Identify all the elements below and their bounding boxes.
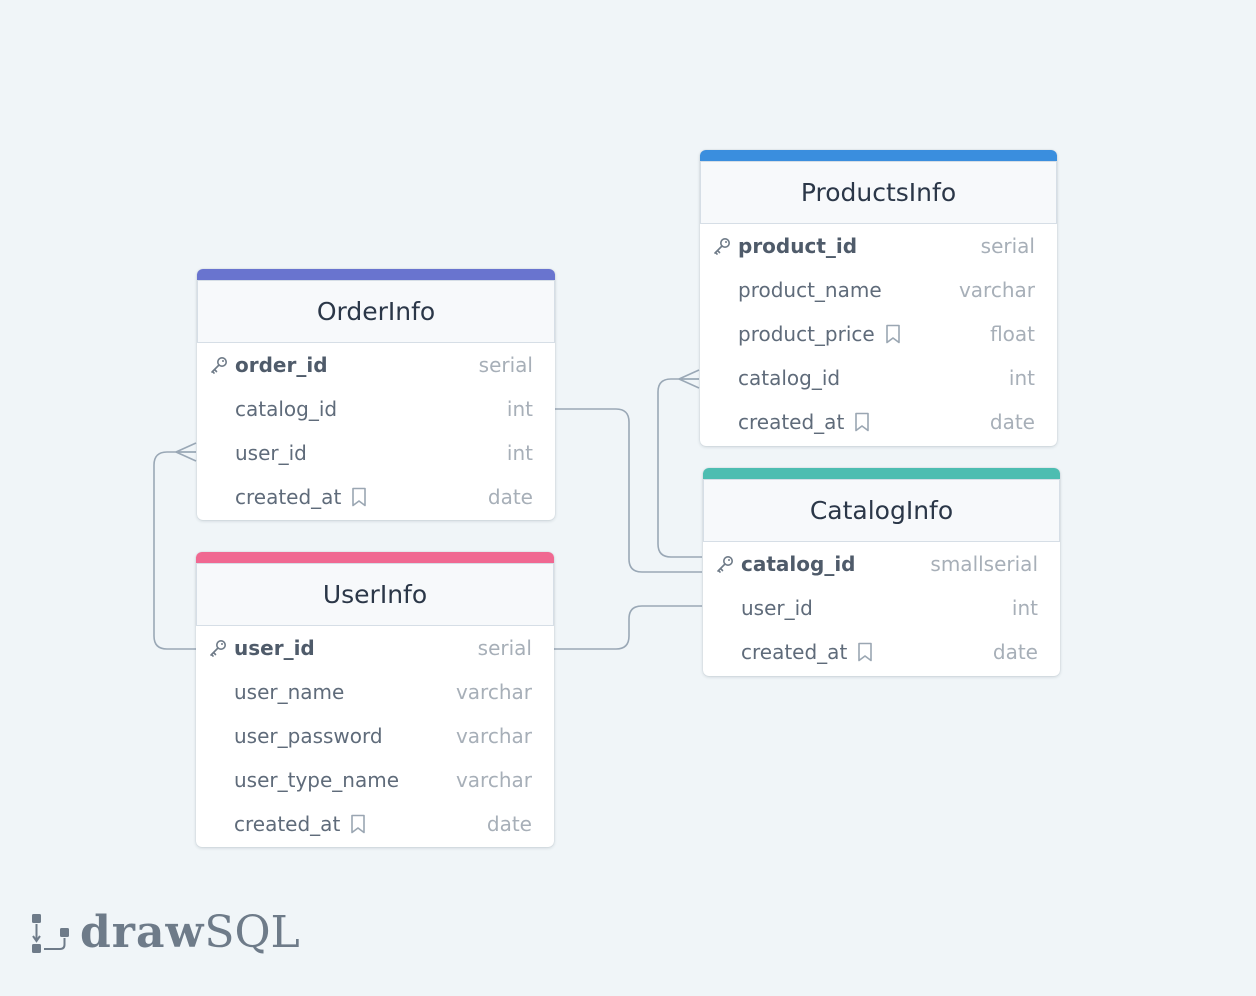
field-name: user_name (234, 680, 345, 704)
field-name: product_price (738, 322, 875, 346)
logo-text-draw: draw (80, 907, 205, 958)
field-name: catalog_id (741, 552, 856, 576)
field-type: date (487, 485, 533, 509)
field-type: varchar (455, 680, 532, 704)
field-row[interactable]: catalog_id smallserial (703, 542, 1060, 586)
table-color-bar (703, 468, 1060, 479)
relation-order-catalog (555, 408, 702, 573)
field-type: float (990, 322, 1035, 346)
field-type: serial (478, 353, 533, 377)
field-type: int (506, 397, 533, 421)
table-products-info[interactable]: ProductsInfo product_id serial product_name… (700, 150, 1057, 446)
table-catalog-info[interactable]: CatalogInfo catalog_id smallserial user_id i… (703, 468, 1060, 676)
field-name: created_at (741, 640, 848, 664)
field-name: user_id (235, 441, 307, 465)
field-name: order_id (235, 353, 328, 377)
field-name: created_at (234, 812, 341, 836)
field-name: product_name (738, 278, 882, 302)
field-name: product_id (738, 234, 858, 258)
field-name: catalog_id (738, 366, 841, 390)
field-row[interactable]: user_name varchar (196, 670, 554, 714)
relation-user-catalog (554, 605, 702, 650)
field-row[interactable]: product_price float (700, 312, 1057, 356)
field-row[interactable]: created_at date (197, 475, 555, 519)
key-icon (209, 355, 229, 375)
field-name: created_at (235, 485, 342, 509)
field-row[interactable]: created_at date (196, 802, 554, 846)
field-row[interactable]: catalog_id int (700, 356, 1057, 400)
field-row[interactable]: user_password varchar (196, 714, 554, 758)
table-title[interactable]: OrderInfo (197, 280, 555, 343)
drawsql-logo-icon (32, 913, 69, 953)
field-row[interactable]: catalog_id int (197, 387, 555, 431)
bookmark-icon[interactable] (351, 487, 367, 507)
field-type: smallserial (930, 552, 1038, 576)
field-row[interactable]: user_id serial (196, 626, 554, 670)
table-title[interactable]: CatalogInfo (703, 479, 1060, 542)
field-type: serial (980, 234, 1035, 258)
key-icon (208, 638, 228, 658)
bookmark-icon[interactable] (885, 324, 901, 344)
crows-foot-icon (175, 442, 197, 462)
field-row[interactable]: user_type_name varchar (196, 758, 554, 802)
field-type: varchar (455, 768, 532, 792)
field-type: int (1011, 596, 1038, 620)
field-type: date (992, 640, 1038, 664)
field-type: int (1008, 366, 1035, 390)
field-type: date (989, 410, 1035, 434)
field-row[interactable]: product_id serial (700, 224, 1057, 268)
field-row[interactable]: product_name varchar (700, 268, 1057, 312)
field-type: varchar (958, 278, 1035, 302)
field-name: user_password (234, 724, 383, 748)
field-row[interactable]: user_id int (197, 431, 555, 475)
logo-text-sql: SQL (204, 907, 300, 958)
field-name: user_type_name (234, 768, 400, 792)
field-row[interactable]: user_id int (703, 586, 1060, 630)
field-type: date (486, 812, 532, 836)
table-title[interactable]: ProductsInfo (700, 161, 1057, 224)
bookmark-icon[interactable] (350, 814, 366, 834)
field-name: created_at (738, 410, 845, 434)
table-color-bar (196, 552, 554, 563)
bookmark-icon[interactable] (854, 412, 870, 432)
field-name: catalog_id (235, 397, 338, 421)
field-row[interactable]: created_at date (703, 630, 1060, 674)
field-row[interactable]: order_id serial (197, 343, 555, 387)
relation-catalog-products (657, 378, 702, 558)
key-icon (715, 554, 735, 574)
field-type: int (506, 441, 533, 465)
field-type: serial (477, 636, 532, 660)
field-row[interactable]: created_at date (700, 400, 1057, 444)
field-name: user_id (741, 596, 813, 620)
key-icon (712, 236, 732, 256)
crows-foot-icon (678, 369, 700, 389)
table-title[interactable]: UserInfo (196, 563, 554, 626)
table-fields: catalog_id smallserial user_id int created_a… (703, 542, 1060, 674)
relation-user-order (153, 451, 196, 650)
field-name: user_id (234, 636, 315, 660)
field-type: varchar (455, 724, 532, 748)
table-color-bar (700, 150, 1057, 161)
bookmark-icon[interactable] (857, 642, 873, 662)
table-color-bar (197, 269, 555, 280)
